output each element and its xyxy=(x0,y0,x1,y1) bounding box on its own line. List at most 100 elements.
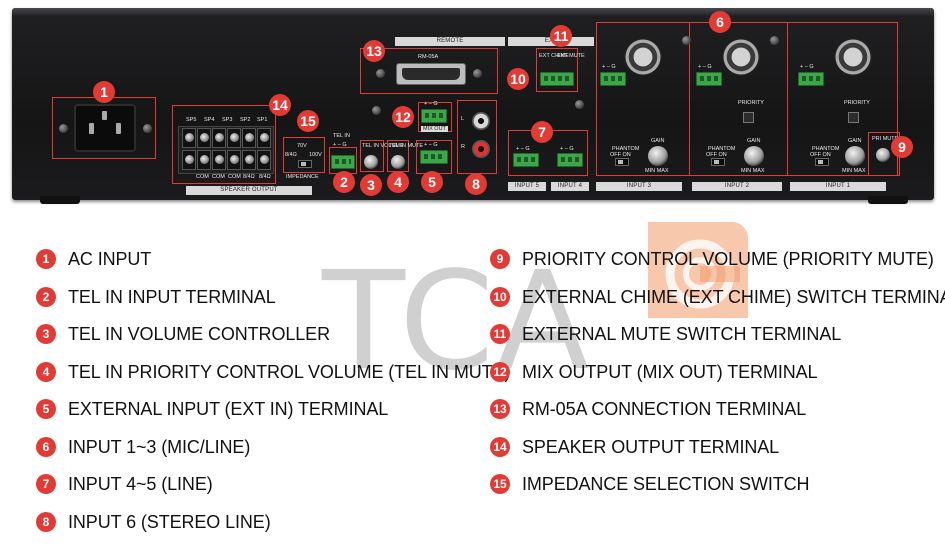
ac-pin-left xyxy=(89,123,94,134)
tel-in-terminal[interactable] xyxy=(331,155,355,169)
input-divider-1 xyxy=(689,22,690,176)
speaker-terminal-9 xyxy=(212,150,226,170)
off-on-label-1: OFF ON xyxy=(810,152,831,158)
input4-terminal[interactable] xyxy=(557,153,583,167)
panel-screw-4 xyxy=(682,36,691,45)
legend-text-13: RM-05A CONNECTION TERMINAL xyxy=(522,398,807,419)
tel-volume-highlight xyxy=(360,140,384,172)
impedance-70v: 70V xyxy=(297,143,307,149)
input1-terminal[interactable] xyxy=(798,72,824,86)
ext-chime-mute-terminal[interactable] xyxy=(540,72,574,86)
rca-left-jack[interactable] xyxy=(472,112,490,130)
phantom-switch-2[interactable] xyxy=(711,158,725,166)
input2-strip: INPUT 2 xyxy=(692,182,782,191)
gain-knob-3[interactable] xyxy=(648,146,668,166)
priority-label-2: PRIORITY xyxy=(844,100,870,106)
input2-terminal[interactable] xyxy=(696,72,722,86)
legend-text-14: SPEAKER OUTPUT TERMINAL xyxy=(522,436,780,457)
rm05a-db15-connector[interactable] xyxy=(396,63,466,85)
watermark-mark-icon xyxy=(648,222,748,318)
priority-button-1[interactable] xyxy=(848,112,859,123)
speaker-terminal-12 xyxy=(257,150,271,170)
input3-terminal[interactable] xyxy=(600,72,626,86)
panel-screw-1 xyxy=(372,106,381,115)
ext-in-terminal[interactable] xyxy=(420,150,448,164)
pri-mute-knob[interactable] xyxy=(876,148,890,162)
callout-7: 7 xyxy=(531,121,553,143)
input4-strip: INPUT 4 xyxy=(551,182,589,191)
priority-label-1: PRIORITY xyxy=(738,100,764,106)
callout-4: 4 xyxy=(387,171,409,193)
input1-xlr-jack[interactable] xyxy=(834,38,872,76)
priority-button-2[interactable] xyxy=(743,112,754,123)
rm05a-screw-right xyxy=(473,69,482,78)
phantom-switch-3[interactable] xyxy=(615,158,629,166)
mix-out-terminal[interactable] xyxy=(421,109,447,123)
speaker-terminal-3 xyxy=(212,128,226,148)
sp1-label: SP1 xyxy=(257,117,268,123)
input4-polarity: + – G xyxy=(560,146,574,152)
ext-chime-label: EXT CHIME xyxy=(539,53,569,59)
legend-item-8: 8 INPUT 6 (STEREO LINE) xyxy=(36,510,271,534)
ac-inlet-socket xyxy=(74,104,136,152)
input3-xlr-jack[interactable] xyxy=(624,38,662,76)
sp4-label: SP4 xyxy=(204,117,215,123)
tel-in-volume-knob[interactable] xyxy=(364,155,378,169)
legend-num-10: 10 xyxy=(490,287,510,307)
com-label-3: COM xyxy=(228,174,241,180)
tel-in-volume-label: TEL IN VOLUME xyxy=(362,143,404,149)
callout-10: 10 xyxy=(507,68,529,90)
legend-num-8: 8 xyxy=(36,512,56,532)
gain-label-2: GAIN xyxy=(747,138,761,144)
callout-3: 3 xyxy=(360,174,382,196)
gain-knob-2[interactable] xyxy=(744,146,764,166)
rm05a-label: RM-05A xyxy=(418,54,439,60)
gain-label-1: GAIN xyxy=(848,138,862,144)
input5-strip: INPUT 5 xyxy=(508,182,546,191)
mix-out-label: MIX OUT xyxy=(421,126,448,132)
input2-xlr-jack[interactable] xyxy=(722,38,760,76)
speaker-output-highlight xyxy=(172,105,276,184)
mix-out-polarity: + – G xyxy=(424,101,438,107)
rca-right-jack[interactable] xyxy=(472,140,490,158)
legend-text-8: INPUT 6 (STEREO LINE) xyxy=(68,511,271,532)
speaker-terminal-6 xyxy=(257,128,271,148)
legend-text-6: INPUT 1~3 (MIC/LINE) xyxy=(68,436,251,457)
ext-switch-highlight xyxy=(536,48,578,92)
ext-in-polarity: + – G xyxy=(424,142,438,148)
legend-text-5: EXTERNAL INPUT (EXT IN) TERMINAL xyxy=(68,398,389,419)
legend-text-7: INPUT 4~5 (LINE) xyxy=(68,473,213,494)
tel-in-mute-knob[interactable] xyxy=(391,155,405,169)
off-on-label-3: OFF ON xyxy=(610,152,631,158)
sp3-label: SP3 xyxy=(222,117,233,123)
impedance-label: IMPEDANCE xyxy=(286,174,319,180)
callout-14: 14 xyxy=(269,94,291,116)
speaker-terminal-1 xyxy=(182,128,196,148)
impedance-selector-switch[interactable] xyxy=(298,160,312,168)
phantom-switch-1[interactable] xyxy=(815,158,829,166)
input3-polarity: + – G xyxy=(602,64,616,70)
gain-knob-1[interactable] xyxy=(845,146,865,166)
input3-strip: INPUT 3 xyxy=(596,182,682,191)
speaker-terminal-11 xyxy=(242,150,256,170)
panel-screw-3 xyxy=(770,36,779,45)
chassis-foot-left xyxy=(40,196,80,204)
phantom-label-1: PHANTOM xyxy=(812,146,840,152)
rca-l-label: L xyxy=(461,116,465,122)
rm05a-screw-left xyxy=(376,69,385,78)
callout-5: 5 xyxy=(421,171,443,193)
legend-text-10: EXTERNAL CHIME (EXT CHIME) SWITCH TERMIN… xyxy=(522,286,945,307)
remote-strip: REMOTE xyxy=(395,37,505,46)
speaker-terminal-4 xyxy=(227,128,241,148)
input5-terminal[interactable] xyxy=(513,153,539,167)
phantom-label-3: PHANTOM xyxy=(612,146,640,152)
